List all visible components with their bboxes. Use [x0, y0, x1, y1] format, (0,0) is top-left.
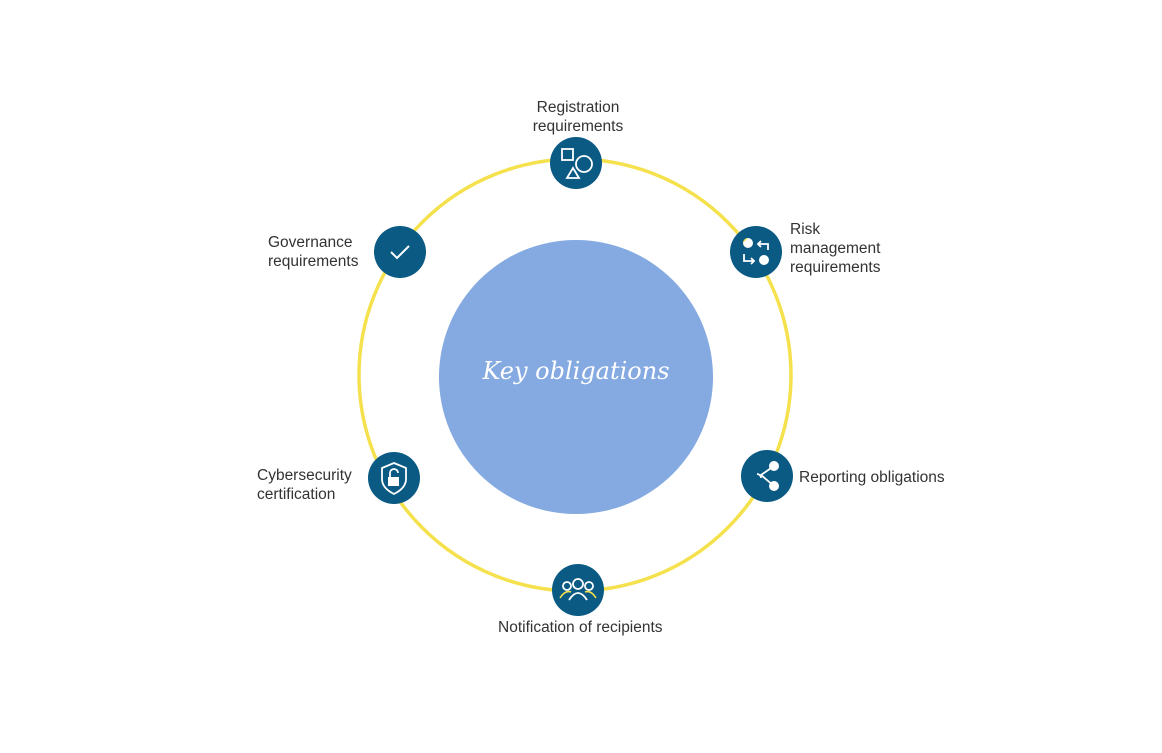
- label-governance: Governance requirements: [268, 234, 359, 270]
- share-icon: [741, 450, 793, 502]
- shapes-icon: [550, 137, 602, 189]
- label-reporting: Reporting obligations: [799, 469, 945, 486]
- center-title: Key obligations: [482, 357, 670, 385]
- label-notification: Notification of recipients: [498, 619, 663, 636]
- label-registration: Registration requirements: [532, 99, 624, 135]
- label-risk-management: Risk management requirements: [790, 221, 881, 276]
- shield-lock-icon: [368, 452, 420, 504]
- center-circle: [439, 240, 713, 514]
- label-cybersecurity: Cybersecurity certification: [257, 467, 352, 503]
- people-group-icon: [552, 564, 604, 616]
- process-flow-icon: [730, 226, 782, 278]
- checkmark-icon: [374, 226, 426, 278]
